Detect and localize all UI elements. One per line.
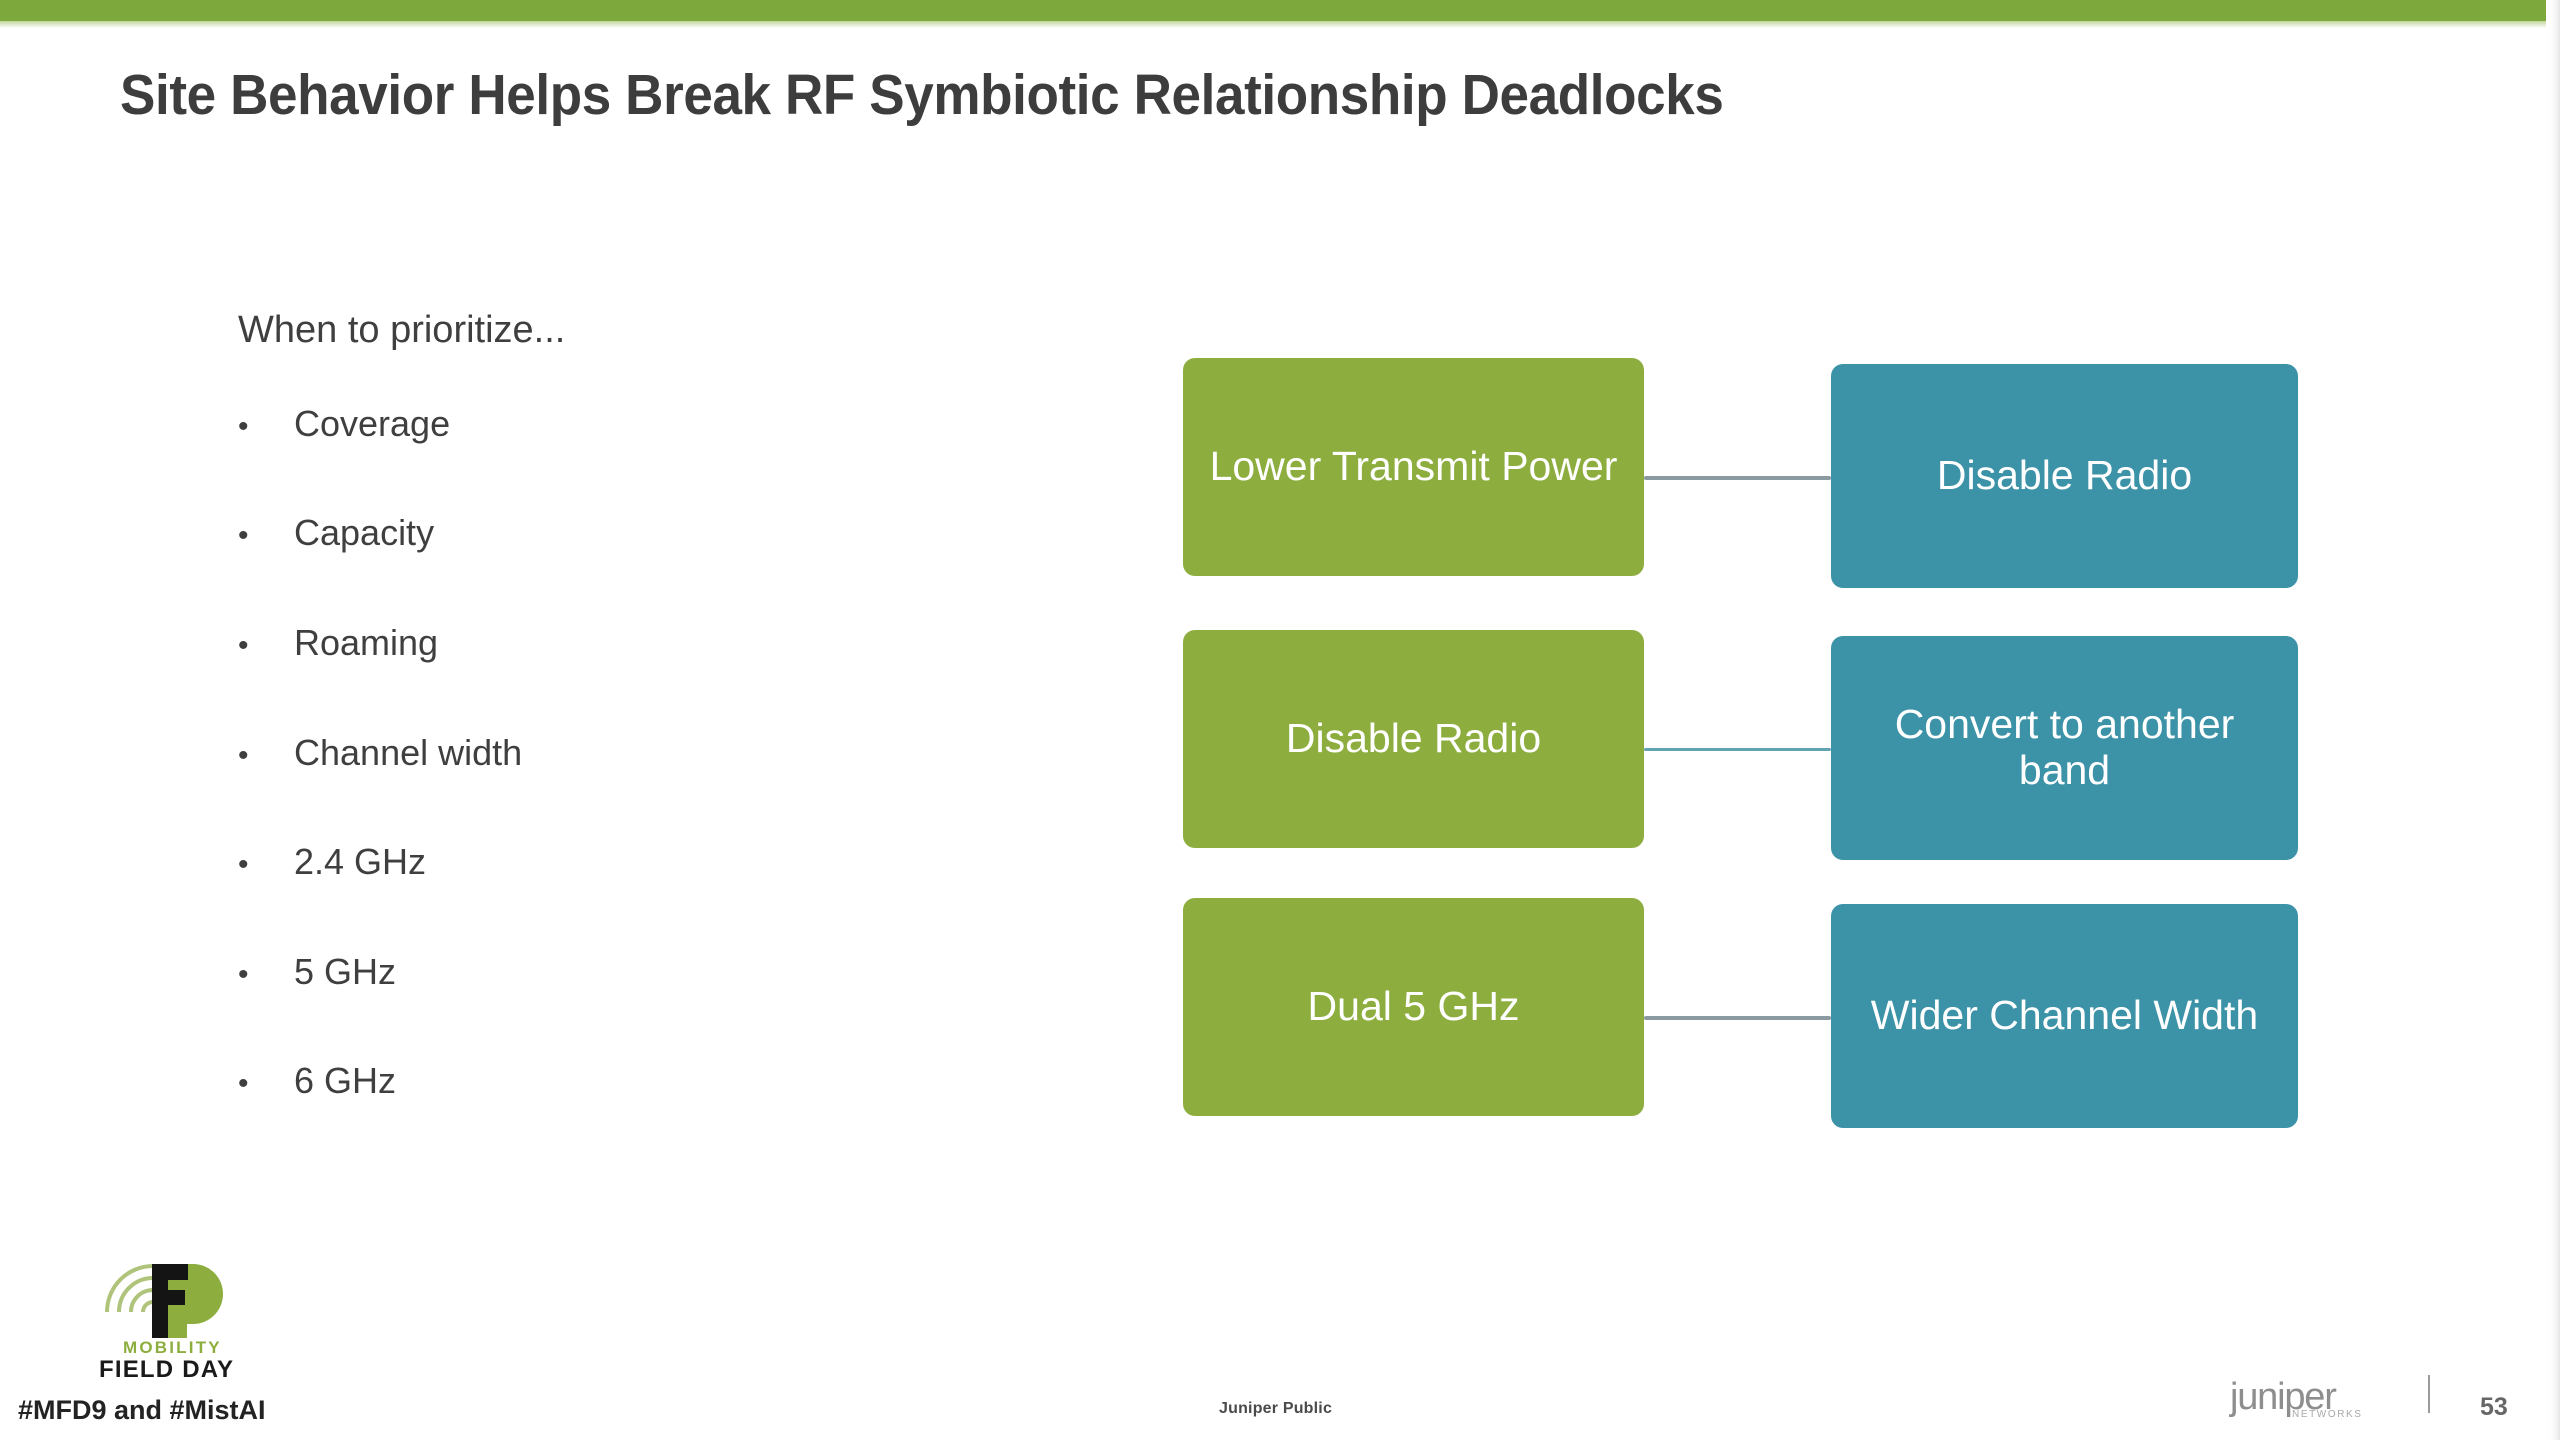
- mfd-mark-icon: [105, 1264, 223, 1338]
- mfd-logo-mobility-text: MOBILITY: [123, 1338, 222, 1357]
- bullet-dot-icon: •: [238, 957, 249, 991]
- list-item: • 5 GHz: [238, 952, 938, 992]
- hashtags-text: #MFD9 and #MistAI: [18, 1395, 266, 1425]
- list-item: • 6 GHz: [238, 1061, 938, 1101]
- diagram-row: Lower Transmit Power Disable Radio: [1183, 356, 2298, 588]
- list-item-label: 2.4 GHz: [294, 841, 427, 883]
- slide-title: Site Behavior Helps Break RF Symbiotic R…: [120, 63, 1724, 127]
- list-item: • Coverage: [238, 404, 938, 444]
- diagram-node-right: Disable Radio: [1831, 364, 2298, 588]
- diagram-row: Dual 5 GHz Wider Channel Width: [1183, 896, 2298, 1128]
- top-accent-bar: [0, 0, 2560, 21]
- mfd-logo-fieldday-text: FIELD DAY: [99, 1356, 235, 1383]
- bullet-dot-icon: •: [238, 848, 249, 882]
- diagram-node-left: Disable Radio: [1183, 630, 1644, 848]
- juniper-wordmark: juniper: [2230, 1376, 2337, 1418]
- list-item: • Channel width: [238, 731, 938, 773]
- left-content-panel: When to prioritize... • Coverage • Capac…: [238, 309, 938, 1171]
- list-item: • 2.4 GHz: [238, 842, 938, 882]
- list-item-label: Coverage: [294, 402, 451, 444]
- juniper-logo: juniper NETWORKS: [2230, 1378, 2400, 1426]
- list-item-label: Capacity: [294, 512, 435, 554]
- diagram-connector: [1644, 748, 1831, 751]
- top-accent-bar-fade: [0, 21, 2560, 28]
- diagram-node-right: Convert to another band: [1831, 636, 2298, 860]
- footer-divider: [2428, 1375, 2430, 1413]
- bullet-dot-icon: •: [238, 519, 249, 553]
- diagram-connector: [1644, 1016, 1831, 1020]
- priority-bullet-list: • Coverage • Capacity • Roaming • Channe…: [238, 404, 938, 1101]
- classification-label: Juniper Public: [1219, 1400, 1333, 1417]
- list-item-label: Roaming: [294, 621, 439, 663]
- list-item: • Capacity: [238, 513, 938, 553]
- list-item-label: Channel width: [294, 731, 523, 773]
- bullet-dot-icon: •: [238, 738, 249, 772]
- list-item-label: 5 GHz: [294, 950, 397, 992]
- bullet-dot-icon: •: [238, 409, 249, 443]
- list-item-label: 6 GHz: [294, 1060, 397, 1102]
- bullet-dot-icon: •: [238, 1067, 249, 1101]
- diagram-node-left: Dual 5 GHz: [1183, 898, 1644, 1116]
- bullet-dot-icon: •: [238, 628, 249, 662]
- tradeoff-diagram: Lower Transmit Power Disable Radio Disab…: [1183, 356, 2298, 1128]
- list-item: • Roaming: [238, 623, 938, 663]
- slide-number: 53: [2480, 1393, 2508, 1421]
- diagram-node-left: Lower Transmit Power: [1183, 358, 1644, 576]
- diagram-connector: [1644, 476, 1831, 480]
- diagram-node-right: Wider Channel Width: [1831, 904, 2298, 1128]
- juniper-networks-subtext: NETWORKS: [2292, 1409, 2363, 1420]
- prioritize-lead-text: When to prioritize...: [238, 309, 566, 351]
- page-edge-shadow: [2546, 0, 2560, 1440]
- mobility-field-day-logo: MOBILITY FIELD DAY: [95, 1260, 275, 1383]
- diagram-row: Disable Radio Convert to another band: [1183, 628, 2298, 860]
